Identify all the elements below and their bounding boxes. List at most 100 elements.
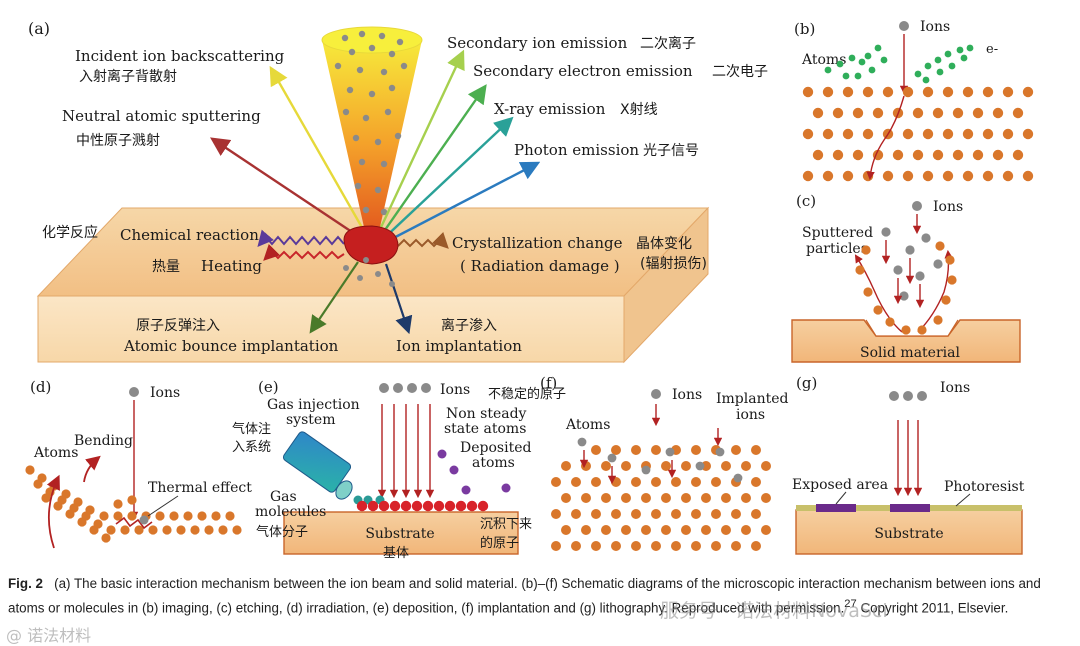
secondary-electron: [874, 44, 882, 52]
label-gis-cn-2: 入系统: [232, 440, 271, 455]
bending-arrow-2: [83, 455, 101, 483]
atom: [1022, 128, 1034, 140]
atom: [1022, 170, 1034, 182]
ion: [394, 132, 402, 140]
label-gas-cn: 气体分子: [256, 524, 308, 540]
atom: [852, 107, 864, 119]
panel-e: (e) Ions 不稳定的原子 Gas injection system 气体注…: [232, 378, 566, 561]
secondary-electron: [914, 70, 922, 78]
label-substrate-cn: 基体: [383, 546, 409, 561]
deposited-atom: [444, 500, 456, 512]
atom: [942, 128, 954, 140]
implanted-ions-f: [577, 404, 743, 485]
atom: [190, 525, 200, 535]
ion: [893, 265, 903, 275]
panel-b: (b) Ions Atoms e-: [794, 19, 1034, 182]
gas-injection-nozzle: [282, 431, 352, 493]
atom: [741, 461, 751, 471]
ion: [354, 182, 362, 190]
atom: [127, 495, 137, 505]
atom: [120, 525, 130, 535]
ion: [905, 245, 915, 255]
ion-dot: [651, 389, 661, 399]
atom: [922, 86, 934, 98]
label-implant-cn: 离子渗入: [441, 317, 497, 334]
atom: [882, 170, 894, 182]
atom: [972, 149, 984, 161]
atom: [551, 477, 561, 487]
atom: [1002, 170, 1014, 182]
atom: [127, 511, 137, 521]
sputtered-atom: [863, 287, 873, 297]
caption-text: (a) The basic interaction mechanism betw…: [8, 576, 1041, 616]
label-chemical-cn: 化学反应: [42, 224, 98, 241]
deposited-atom: [422, 500, 434, 512]
label-implant: Ion implantation: [396, 337, 522, 355]
atom: [701, 493, 711, 503]
caption-fig-label: Fig. 2: [8, 576, 43, 591]
ion: [380, 160, 388, 168]
thermal-pointer: [147, 495, 179, 517]
ion-dot: [899, 21, 909, 31]
sputtered-atom: [873, 305, 883, 315]
atom: [691, 477, 701, 487]
label-thermal: Thermal effect: [148, 480, 252, 496]
atom: [611, 445, 621, 455]
ion-dot: [139, 515, 149, 525]
arrow-chemical-reaction: [257, 229, 345, 248]
atom: [33, 479, 43, 489]
atom: [922, 128, 934, 140]
ion: [358, 158, 366, 166]
deposited-atoms: [356, 500, 489, 512]
label-xray: X-ray emission: [494, 100, 606, 118]
panel-c-letter: (c): [796, 192, 816, 210]
atom: [761, 525, 771, 535]
sputtered-atom: [947, 275, 957, 285]
atom: [691, 445, 701, 455]
label-photon-cn: 光子信号: [643, 143, 699, 159]
atom: [99, 511, 109, 521]
atom: [741, 493, 751, 503]
atom: [641, 525, 651, 535]
atom: [1022, 86, 1034, 98]
exposed-pointer: [835, 491, 847, 505]
atom: [661, 525, 671, 535]
atom: [721, 525, 731, 535]
atom: [721, 461, 731, 471]
atom: [601, 525, 611, 535]
atom: [162, 525, 172, 535]
nozzle-tip: [335, 480, 353, 500]
ion: [374, 186, 382, 194]
ion: [881, 227, 891, 237]
panel-a-letter: (a): [28, 19, 50, 38]
secondary-electron: [848, 54, 856, 62]
label-bounce: Atomic bounce implantation: [123, 337, 339, 355]
watermark-right: 服务号 · 诺法材料NovaSci: [660, 600, 888, 622]
ion-dots-g: [889, 391, 927, 401]
atom: [661, 461, 671, 471]
atom: [671, 541, 681, 551]
caption-tail: Copyright 2011, Elsevier.: [856, 600, 1009, 616]
atom: [822, 128, 834, 140]
ion-dots-e: [379, 383, 431, 393]
label-bending: Bending: [74, 433, 133, 449]
secondary-electron: [842, 72, 850, 80]
atom: [581, 493, 591, 503]
atom: [922, 170, 934, 182]
atom: [751, 541, 761, 551]
atom: [601, 493, 611, 503]
sputtered-atom: [941, 295, 951, 305]
label-atoms-b: Atoms: [801, 52, 846, 68]
label-ions-g: Ions: [940, 380, 970, 396]
atom: [65, 509, 75, 519]
secondary-electron: [858, 58, 866, 66]
ion: [921, 233, 931, 243]
atom: [892, 149, 904, 161]
atom: [631, 445, 641, 455]
panel-g-letter: (g): [796, 374, 817, 392]
arrow-bounce-implantation: [309, 261, 359, 334]
atom: [751, 445, 761, 455]
atom: [982, 128, 994, 140]
atom: [621, 493, 631, 503]
atom: [77, 517, 87, 527]
